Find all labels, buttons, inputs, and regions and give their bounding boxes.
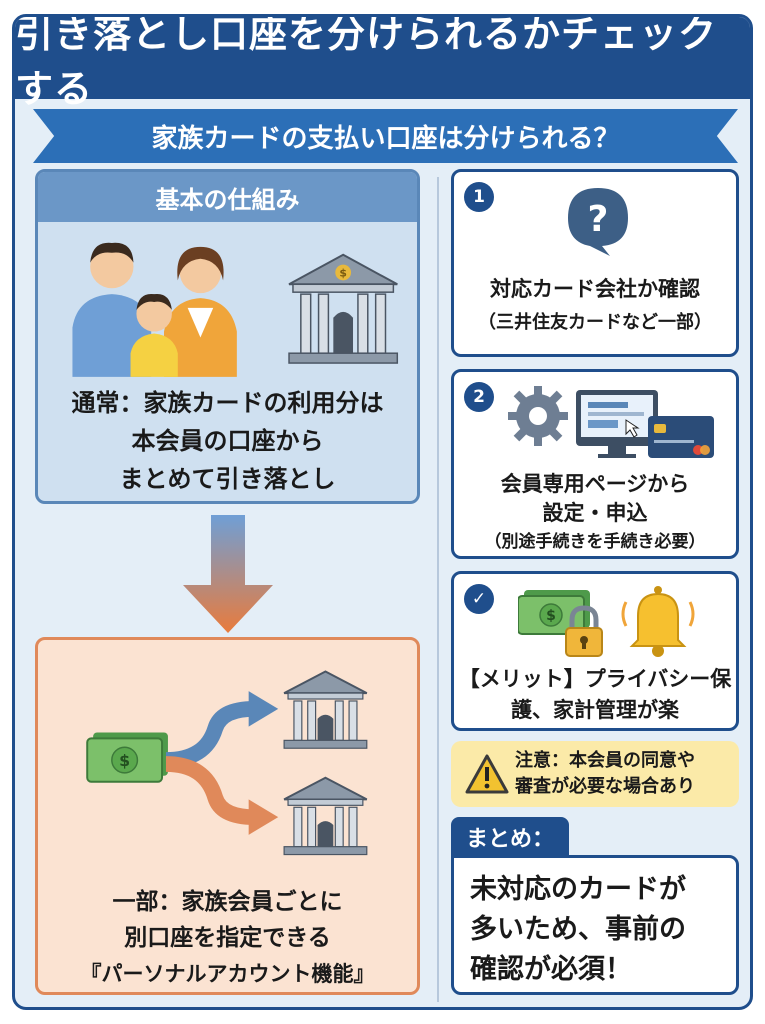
step2-line-1: 会員専用ページから [500,472,690,496]
cash-icon: $ [86,732,168,783]
warning-text: 注意：本会員の同意や 審査が必要な場合あり [515,748,695,800]
svg-text:$: $ [339,266,347,279]
warning-line-1: 注意：本会員の同意や [515,750,695,771]
personal-line-3: 『パーソナルアカウント機能』 [80,962,375,986]
check-icon: ✓ [464,584,494,614]
svg-text:?: ? [588,199,609,240]
step-card-2: 2 [451,369,739,559]
bell-icon [621,586,695,657]
bank-icon: $ [288,253,399,364]
summary-box: 未対応のカードが 多いため、事前の 確認が必須！ [451,855,739,995]
page-title: 引き落とし口座を分けられるかチェックする [15,17,750,111]
warning-line-2: 審査が必要な場合あり [515,776,695,797]
step2-line-2: 設定・申込 [542,501,648,525]
money-split-illustration: $ [86,670,368,856]
cash-lock-icon: $ [518,590,603,657]
step2-line-3: （別途手続きを手続き必要） [484,532,706,552]
infographic-frame: 引き落とし口座を分けられるかチェックする 家族カードの支払い口座は分けられる？ … [12,14,753,1010]
personal-description: 一部：家族会員ごとに 別口座を指定できる 『パーソナルアカウント機能』 [38,884,417,992]
basic-description: 通常：家族カードの利用分は 本会員の口座から まとめて引き落とし [38,384,417,498]
gear-icon [508,386,568,446]
step-card-1: 1 ? 対応カード会社か確認 （三井住友カードなど一部） [451,169,739,357]
summary-label: まとめ： [451,817,569,857]
subtitle-ribbon: 家族カードの支払い口座は分けられる？ [33,109,738,163]
svg-text:$: $ [119,751,130,770]
step1-line-1: 対応カード会社か確認 [490,277,700,301]
family-icon [72,242,237,377]
family-bank-illustration: $ [72,242,399,377]
column-divider [437,177,439,1002]
personal-line-2: 別口座を指定できる [124,925,331,951]
basic-mechanism-panel: 基本の仕組み $ [35,169,420,504]
summary-line-3: 確認が必須！ [470,954,632,985]
warning-note: 注意：本会員の同意や 審査が必要な場合あり [451,741,739,807]
step-number-1: 1 [464,182,494,212]
lock-bell-icon: $ [518,586,695,657]
basic-line-2: 本会員の口座から [131,427,324,455]
personal-account-panel: $ [35,637,420,995]
computer-icon [576,390,658,458]
basic-heading: 基本の仕組み [38,172,417,222]
bank-icon-lower [283,776,368,856]
summary-line-1: 未対応のカードが [470,874,686,905]
down-arrow-icon [183,515,273,633]
warning-icon [465,754,509,794]
svg-text:$: $ [546,608,556,624]
merit-line-1: 【メリット】プライバシー保 [458,667,732,691]
summary-line-2: 多いため、事前の [470,914,686,945]
step-number-2: 2 [464,382,494,412]
personal-line-1: 一部：家族会員ごとに [112,889,343,915]
question-bubble-icon: ? [568,188,628,256]
step1-line-2: （三井住友カードなど一部） [478,312,712,333]
merit-line-2: 護、家計管理が楽 [511,698,679,722]
settings-computer-card-icon [508,386,714,458]
basic-line-1: 通常：家族カードの利用分は [71,389,384,417]
merit-card: ✓ $ 【メリット】プライバシー保 護、家計管理が楽 [451,571,739,731]
credit-card-icon [648,416,714,458]
basic-line-3: まとめて引き落とし [119,465,336,493]
bank-icon-upper [283,670,368,749]
